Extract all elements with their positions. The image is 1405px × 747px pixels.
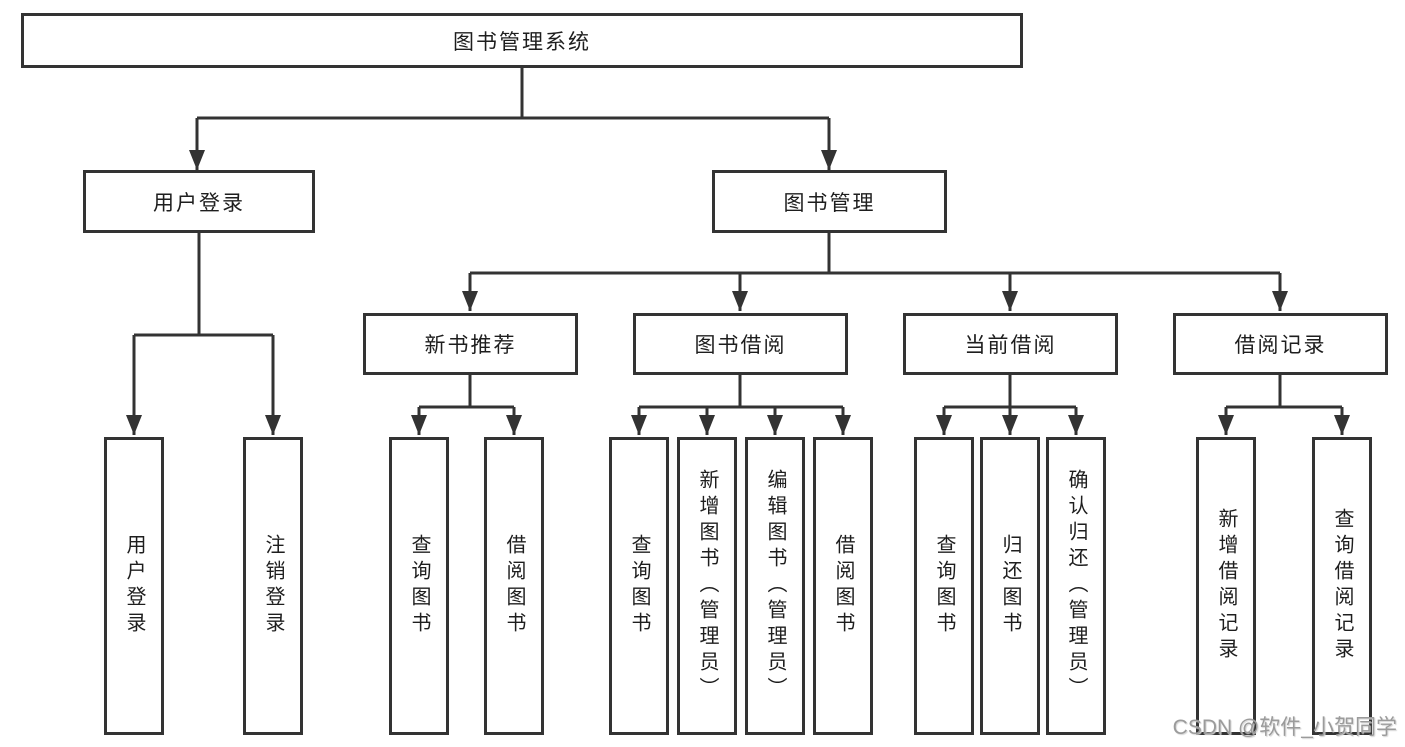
node-borrow-records: 借阅记录 — [1173, 313, 1388, 375]
node-current-borrow: 当前借阅 — [903, 313, 1118, 375]
leaf-borrow-books: 借阅图书 — [813, 437, 873, 735]
node-label: 借阅记录 — [1234, 334, 1327, 357]
node-label: 归还图书 — [999, 534, 1021, 638]
node-label: 查询图书 — [408, 534, 430, 638]
node-label: 图书借阅 — [694, 334, 787, 357]
node-label: 查询图书 — [628, 534, 650, 638]
node-label: 用户登录 — [123, 534, 145, 638]
leaf-edit-book-admin: 编辑图书（管理员） — [745, 437, 805, 735]
leaf-user-login: 用户登录 — [104, 437, 164, 735]
node-book-management: 图书管理 — [712, 170, 947, 233]
leaf-query-borrow-record: 查询借阅记录 — [1312, 437, 1372, 735]
node-label: 新书推荐 — [424, 334, 517, 357]
leaf-return-book: 归还图书 — [980, 437, 1040, 735]
csdn-watermark: CSDN @软件_小贺同学 — [1172, 716, 1397, 739]
node-new-book-recommend: 新书推荐 — [363, 313, 578, 375]
node-label: 借阅图书 — [503, 534, 525, 638]
node-label: 新增图书（管理员） — [696, 469, 718, 703]
node-label: 图书管理 — [783, 191, 876, 215]
leaf-logout-login: 注销登录 — [243, 437, 303, 735]
node-label: 查询图书 — [933, 534, 955, 638]
leaf-borrow-books-recommend: 借阅图书 — [484, 437, 544, 735]
node-label: 用户登录 — [153, 191, 245, 215]
node-label: 图书管理系统 — [453, 30, 591, 54]
node-label: 借阅图书 — [832, 534, 854, 638]
leaf-add-borrow-record: 新增借阅记录 — [1196, 437, 1256, 735]
node-root: 图书管理系统 — [21, 13, 1023, 68]
node-label: 当前借阅 — [964, 334, 1057, 357]
node-label: 确认归还（管理员） — [1065, 469, 1087, 703]
node-user-login: 用户登录 — [83, 170, 315, 233]
node-book-borrow: 图书借阅 — [633, 313, 848, 375]
node-label: 编辑图书（管理员） — [764, 469, 786, 703]
leaf-query-books-borrow: 查询图书 — [609, 437, 669, 735]
node-label: 注销登录 — [262, 534, 284, 638]
leaf-confirm-return-admin: 确认归还（管理员） — [1046, 437, 1106, 735]
leaf-add-book-admin: 新增图书（管理员） — [677, 437, 737, 735]
node-label: 查询借阅记录 — [1331, 508, 1353, 664]
node-label: 新增借阅记录 — [1215, 508, 1237, 664]
leaf-query-books-recommend: 查询图书 — [389, 437, 449, 735]
leaf-query-books-current: 查询图书 — [914, 437, 974, 735]
